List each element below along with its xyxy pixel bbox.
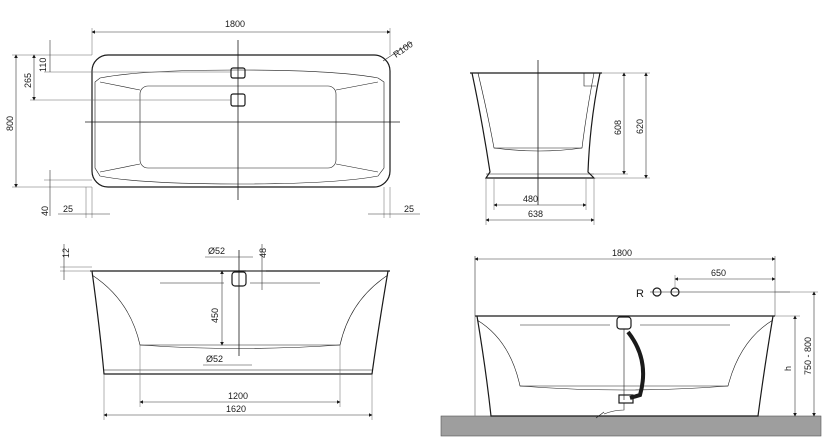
end-view-outline [471, 72, 601, 179]
height-symbol-label: h [783, 366, 793, 371]
end-view: 608 620 480 638 [470, 60, 650, 225]
tub-rim-outline [91, 54, 391, 188]
side-12-label: 12 [61, 248, 71, 258]
end-620-label: 620 [635, 119, 645, 134]
height-range-label: 750 - 800 [803, 337, 813, 375]
side-view: 12 Ø52 48 450 Ø52 1200 1620 [60, 244, 390, 420]
install-width-label: 1800 [612, 248, 632, 258]
end-608-label: 608 [613, 120, 623, 135]
top-height-label: 800 [5, 116, 15, 131]
floor-slab [440, 415, 822, 437]
valve-label: R [636, 288, 644, 300]
side-view-outline [91, 270, 389, 375]
install-tub-outline [476, 315, 774, 417]
dim-110-label: 110 [38, 58, 48, 72]
top-view: 1800 800 110 265 40 25 25 R100 [5, 19, 420, 218]
right-margin-label: 25 [404, 204, 414, 214]
tub-basin-outline [94, 69, 385, 185]
install-overflow-symbol [616, 316, 632, 330]
side-450-label: 450 [210, 308, 220, 323]
left-margin-label: 25 [63, 204, 73, 214]
waste-pipe [626, 330, 646, 400]
dim-265-label: 265 [23, 73, 33, 88]
dim-40-label: 40 [40, 206, 50, 216]
valve-offset-label: 650 [711, 268, 726, 278]
end-480-label: 480 [523, 194, 538, 204]
side-1200-label: 1200 [228, 391, 248, 401]
overflow-symbol [230, 67, 246, 79]
end-638-label: 638 [528, 209, 543, 219]
side-1620-label: 1620 [226, 404, 246, 414]
top-width-label: 1800 [225, 19, 245, 29]
side-48-label: 48 [258, 248, 268, 258]
overflow-dia-label: Ø52 [208, 246, 225, 256]
drain-dia-label: Ø52 [206, 354, 223, 364]
installation-view: R 1800 650 h 750 - 800 [440, 248, 822, 437]
